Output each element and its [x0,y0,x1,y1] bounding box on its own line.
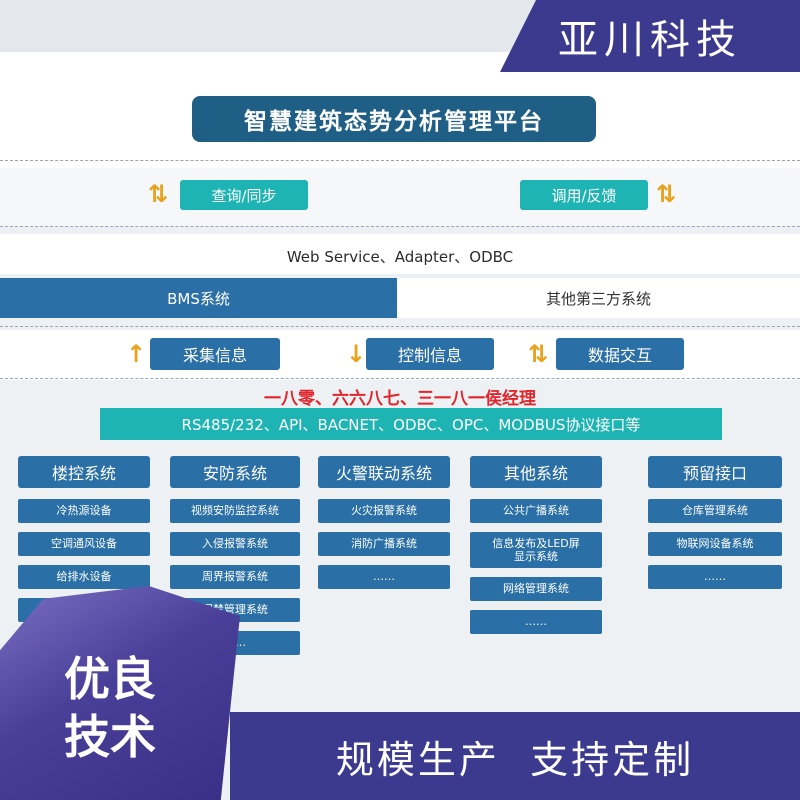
column-title-reserved-interface: 预留接口 [648,456,782,488]
control-info-link: 控制信息 [366,338,494,370]
column-item: 物联网设备系统 [648,532,782,556]
column-title-security: 安防系统 [170,456,300,488]
protocol-bar: RS485/232、API、BACNET、ODBC、OPC、MODBUS协议接口… [100,408,722,440]
upper-links-band [0,168,800,226]
divider [0,378,800,379]
up-down-arrow-icon: ⇅ [148,180,169,208]
query-sync-link: 查询/同步 [180,180,308,210]
column-item: 周界报警系统 [170,565,300,589]
data-exchange-link: 数据交互 [556,338,684,370]
invoke-feedback-link: 调用/反馈 [520,180,648,210]
column-title-other-systems: 其他系统 [470,456,602,488]
up-arrow-icon: ↑ [126,340,147,368]
watermark-text: 一八零、六六八七、三一八一侯经理 [264,389,536,409]
divider [0,226,800,227]
brand-banner: 亚川科技 [500,0,800,72]
up-down-arrow-icon: ⇅ [528,340,549,368]
column-item: 信息发布及LED屏 显示系统 [470,532,602,568]
column-item: …… [318,565,450,589]
column-item: 网络管理系统 [470,577,602,601]
column-item: 视频安防监控系统 [170,499,300,523]
slogan-line: 技术 [64,710,156,764]
slogan-banner: 规模生产 支持定制 [230,712,800,800]
column-item: 火灾报警系统 [318,499,450,523]
column-title-building-control: 楼控系统 [18,456,150,488]
column-item: 消防广播系统 [318,532,450,556]
column-item: 给排水设备 [18,565,150,589]
platform-title: 智慧建筑态势分析管理平台 [192,96,596,142]
divider [0,160,800,161]
column-item: 公共广播系统 [470,499,602,523]
column-item: 空调通风设备 [18,532,150,556]
decorative-wave [0,586,240,800]
interface-band [0,234,800,274]
collect-info-link: 采集信息 [150,338,280,370]
column-item: …… [648,565,782,589]
bms-system: BMS系统 [0,278,397,318]
down-arrow-icon: ↓ [346,340,367,368]
column-title-fire-alarm: 火警联动系统 [318,456,450,488]
divider [0,326,800,327]
interface-list: Web Service、Adapter、ODBC [286,247,514,266]
slogan-line: 优良 [64,652,156,706]
column-item: 冷热源设备 [18,499,150,523]
column-item: …… [470,610,602,634]
column-item: 入侵报警系统 [170,532,300,556]
third-party-system: 其他第三方系统 [397,278,800,318]
slogan-left: 优良 技术 [64,650,156,766]
column-item: 仓库管理系统 [648,499,782,523]
up-down-arrow-icon: ⇅ [656,180,677,208]
